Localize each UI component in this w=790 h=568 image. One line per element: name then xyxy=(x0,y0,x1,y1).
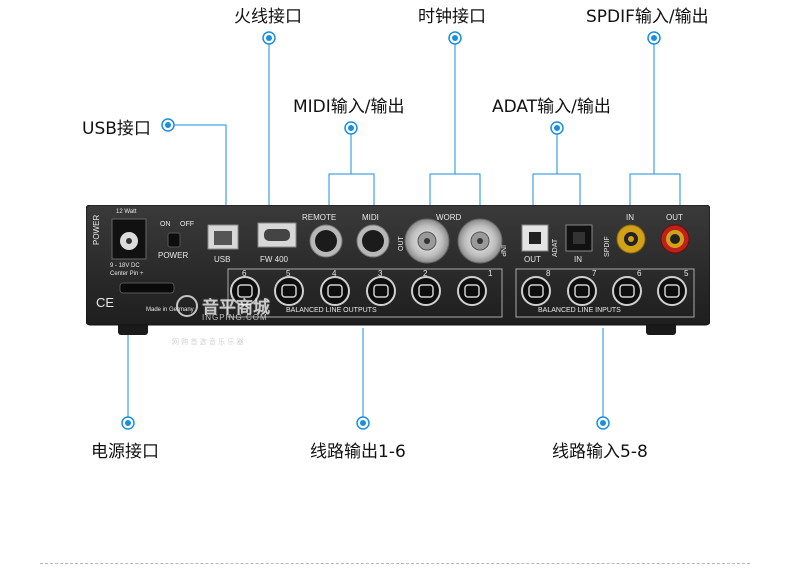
callout-firewire: 火线接口 xyxy=(234,7,302,27)
panel-usb-label: USB xyxy=(214,255,231,264)
watermark-logo-icon xyxy=(176,295,198,317)
panel-fw-label: FW 400 xyxy=(260,255,289,264)
panel-voltage-label: 9 - 18V DC xyxy=(110,263,140,269)
callout-usb: USB接口 xyxy=(82,119,151,139)
ce-mark: CE xyxy=(96,295,115,310)
panel-graphic xyxy=(86,205,710,335)
panel-word-out-label: OUT xyxy=(398,236,405,251)
callout-line-out: 线路输出1-6 xyxy=(310,442,406,462)
panel-watt-label: 12 Watt xyxy=(116,209,137,215)
audio-interface-rear-panel: POWER 12 Watt ON OFF POWER USB FW 400 RE… xyxy=(86,205,710,335)
panel-adat-label: ADAT xyxy=(552,238,559,257)
watermark-name: 音平商城 xyxy=(202,298,270,318)
in-num: 6 xyxy=(637,269,642,278)
divider xyxy=(40,563,750,564)
panel-remote-label: REMOTE xyxy=(302,213,337,222)
panel-off-label: OFF xyxy=(180,221,194,228)
watermark-sub: 网 购 首 选 音 乐 乐 器 xyxy=(172,338,244,346)
out-num: 1 xyxy=(488,269,493,278)
panel-made-label: Made in Germany xyxy=(146,307,194,313)
panel-spdif-in-label: IN xyxy=(626,213,634,222)
panel-balanced-outputs-label: BALANCED LINE OUTPUTS xyxy=(286,307,377,314)
panel-spdif-label: SPDIF xyxy=(604,236,611,257)
panel-midi-label: MIDI xyxy=(362,213,379,222)
in-num: 8 xyxy=(546,269,551,278)
out-num: 5 xyxy=(286,269,291,278)
out-num: 6 xyxy=(242,269,247,278)
out-num: 4 xyxy=(332,269,337,278)
panel-power-side-label: POWER xyxy=(92,214,101,245)
panel-center-pin-label: Center Pin + xyxy=(110,271,144,277)
watermark-url: INGPING.COM xyxy=(202,313,268,322)
callout-power: 电源接口 xyxy=(91,442,159,462)
callout-markers xyxy=(121,31,661,430)
panel-word-label: WORD xyxy=(436,213,462,222)
panel-power-switch-label: POWER xyxy=(158,251,189,260)
callout-adat: ADAT输入/输出 xyxy=(492,97,611,117)
panel-spdif-out-label: OUT xyxy=(666,213,683,222)
callout-clock: 时钟接口 xyxy=(418,7,486,27)
callout-line-in: 线路输入5-8 xyxy=(552,442,648,462)
callout-spdif: SPDIF输入/输出 xyxy=(586,7,709,27)
panel-balanced-inputs-label: BALANCED LINE INPUTS xyxy=(538,307,621,314)
in-num: 7 xyxy=(592,269,597,278)
panel-adat-in-label: IN xyxy=(574,255,582,264)
panel-adat-out-label: OUT xyxy=(524,255,541,264)
out-num: 3 xyxy=(378,269,383,278)
out-num: 2 xyxy=(423,269,428,278)
in-num: 5 xyxy=(684,269,689,278)
callout-midi: MIDI输入/输出 xyxy=(293,97,405,117)
panel-word-inp-label: INP xyxy=(499,245,506,257)
panel-on-label: ON xyxy=(160,221,171,228)
